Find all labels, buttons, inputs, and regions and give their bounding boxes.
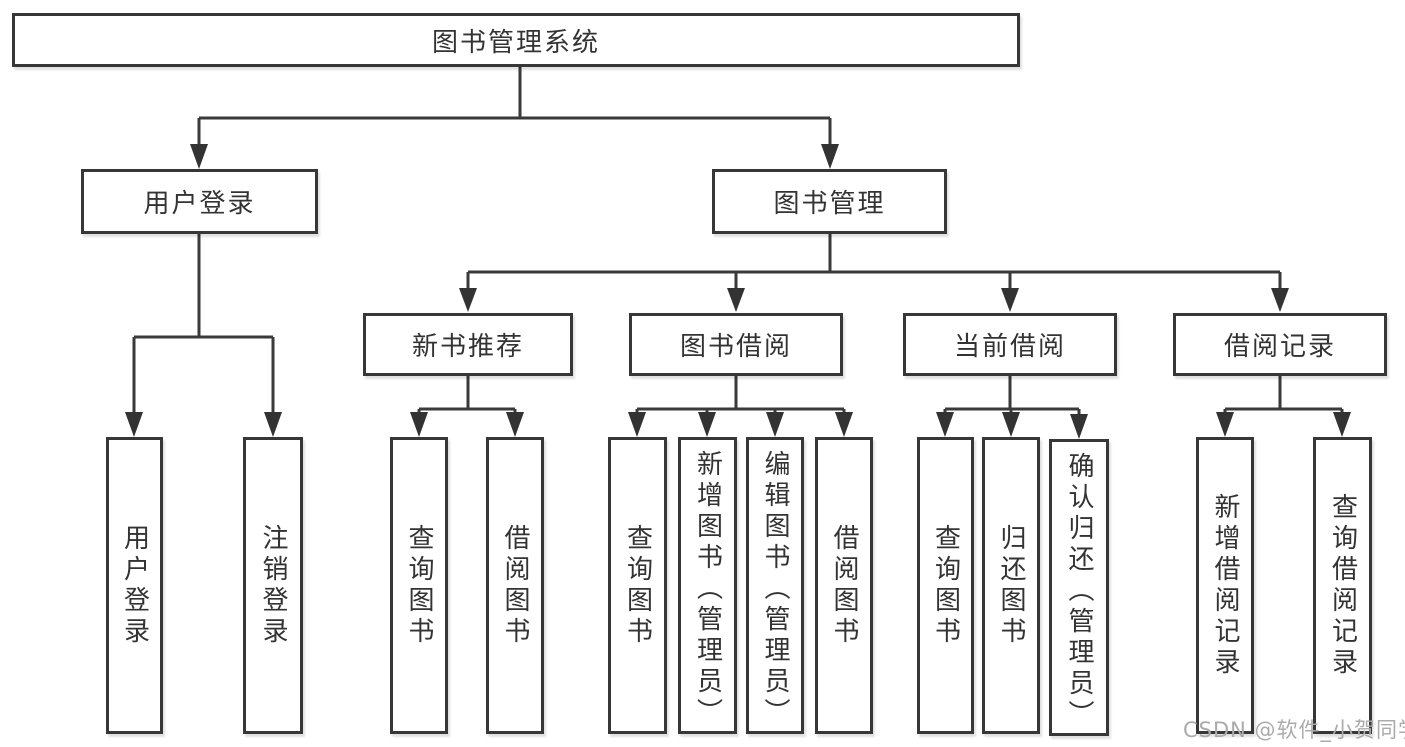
leaf-user-login: 用户登录 — [106, 437, 163, 734]
arrowhead — [835, 412, 853, 437]
leaf-edit-book-admin: 编辑图书（管理员） — [746, 437, 804, 734]
arrowhead — [727, 288, 745, 312]
node-label: 新增借阅记录 — [1210, 492, 1240, 679]
arrowhead — [936, 412, 954, 437]
node-label: 借阅图书 — [500, 523, 530, 648]
arrowhead — [125, 412, 143, 437]
node-label: 借阅记录 — [1223, 332, 1336, 362]
leaf-confirm-return-admin: 确认归还（管理员） — [1049, 439, 1109, 736]
node-label: 确认归还（管理员） — [1064, 452, 1094, 731]
node-new-book-recommend: 新书推荐 — [363, 313, 573, 376]
leaf-add-borrow-record: 新增借阅记录 — [1196, 437, 1254, 734]
leaf-return-book: 归还图书 — [982, 437, 1040, 734]
leaf-logout: 注销登录 — [243, 437, 303, 734]
node-label: 查询图书 — [404, 523, 434, 648]
node-label: 归还图书 — [996, 523, 1026, 648]
branch-new-book-recommend — [417, 376, 517, 415]
node-label: 图书借阅 — [679, 332, 792, 362]
arrowhead — [1001, 288, 1019, 312]
arrowhead — [1216, 412, 1234, 437]
leaf-borrow-books-recommend: 借阅图书 — [486, 437, 544, 734]
arrowhead — [1002, 412, 1020, 437]
node-current-borrow: 当前借阅 — [903, 313, 1117, 376]
arrowhead — [1070, 414, 1088, 439]
node-label: 查询图书 — [930, 523, 961, 648]
branch-root — [197, 67, 832, 145]
node-label: 新增图书（管理员） — [692, 450, 723, 729]
arrowhead — [1271, 288, 1289, 312]
leaf-borrow-books: 借阅图书 — [815, 437, 873, 734]
watermark: CSDN @软件_小贺同学 — [1183, 718, 1405, 742]
leaf-query-borrow-record: 查询借阅记录 — [1313, 437, 1372, 734]
branch-book-management — [466, 234, 1282, 290]
leaf-add-book-admin: 新增图书（管理员） — [678, 437, 737, 734]
node-system-root: 图书管理系统 — [12, 13, 1020, 67]
node-label: 图书管理系统 — [431, 27, 600, 58]
branch-borrow-record — [1223, 376, 1344, 415]
arrowhead — [821, 144, 839, 169]
arrowhead — [410, 412, 428, 437]
node-label: 查询借阅记录 — [1327, 492, 1358, 679]
branch-book-borrow — [635, 376, 846, 415]
arrowhead — [264, 412, 282, 437]
node-label: 用户登录 — [119, 523, 150, 648]
branch-current-borrow — [943, 376, 1081, 417]
leaf-query-books-current: 查询图书 — [917, 437, 974, 734]
arrowhead — [698, 412, 716, 437]
arrowhead — [628, 412, 646, 437]
node-borrow-record: 借阅记录 — [1173, 313, 1387, 376]
arrowhead — [766, 412, 784, 437]
node-label: 用户登录 — [143, 189, 256, 219]
leaf-query-books-borrow: 查询图书 — [608, 437, 667, 734]
node-user-login: 用户登录 — [81, 169, 318, 234]
node-book-borrow: 图书借阅 — [629, 313, 843, 376]
arrowhead — [190, 144, 208, 169]
node-label: 注销登录 — [258, 523, 288, 648]
node-book-management: 图书管理 — [712, 169, 947, 234]
node-label: 查询图书 — [622, 523, 653, 648]
arrowhead — [1333, 412, 1351, 437]
node-label: 新书推荐 — [411, 332, 524, 362]
arrowhead — [459, 288, 477, 312]
leaf-query-books-recommend: 查询图书 — [390, 437, 448, 734]
node-label: 编辑图书（管理员） — [760, 450, 790, 729]
node-label: 当前借阅 — [953, 332, 1066, 362]
node-label: 图书管理 — [773, 189, 886, 219]
arrowhead — [506, 412, 524, 437]
branch-user-login — [132, 234, 275, 414]
node-label: 借阅图书 — [829, 523, 859, 648]
